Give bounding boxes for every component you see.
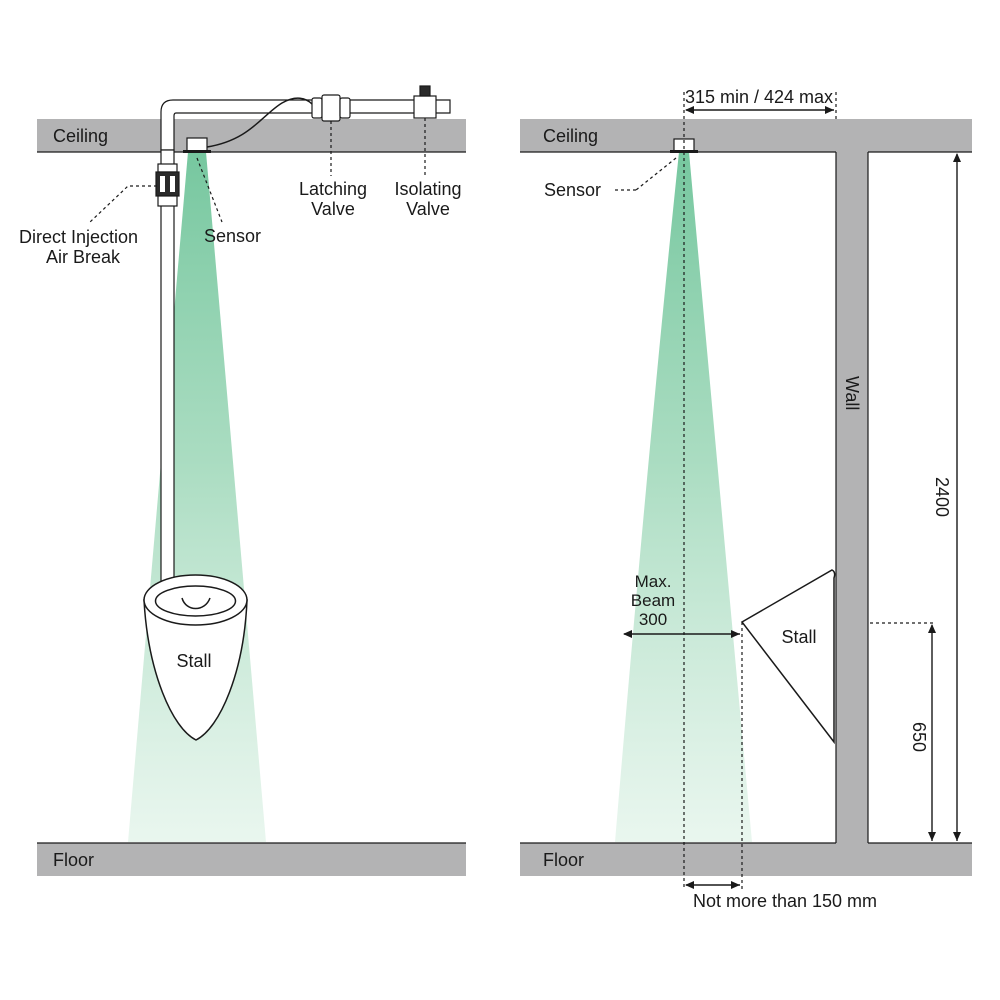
left-ceiling-label: Ceiling (53, 126, 108, 146)
sensor-cable (206, 97, 313, 148)
right-ceiling-label: Ceiling (543, 126, 598, 146)
beam-label-line2: Beam (631, 591, 675, 610)
air-break-fitting (155, 163, 180, 207)
lip-height-dimension-label: 650 (909, 722, 929, 752)
wall (836, 152, 868, 843)
air-break-label-line2: Air Break (46, 247, 121, 267)
left-leader-lines (89, 118, 426, 223)
left-floor-label: Floor (53, 850, 94, 870)
left-sensor-label: Sensor (204, 226, 261, 246)
gap-dimension-label: Not more than 150 mm (693, 891, 877, 911)
isolating-valve (413, 85, 437, 119)
beam-label-line1: Max. (635, 572, 672, 591)
isolating-valve-label-line1: Isolating (394, 179, 461, 199)
latching-valve-label-line1: Latching (299, 179, 367, 199)
isolating-valve-label-line2: Valve (406, 199, 450, 219)
left-floor-slab (37, 843, 466, 876)
left-sensor-unit (183, 137, 211, 153)
wall-label: Wall (842, 376, 862, 410)
right-urinal-stall (740, 569, 836, 745)
supply-pipe (160, 99, 451, 151)
right-floor-label: Floor (543, 850, 584, 870)
latching-valve (311, 94, 351, 122)
beam-label-line3: 300 (639, 610, 667, 629)
latching-valve-label-line2: Valve (311, 199, 355, 219)
offset-dimension-label: 315 min / 424 max (685, 87, 833, 107)
right-panel: Ceiling Floor Wall Sensor Stall 315 min … (520, 87, 972, 911)
left-panel: Ceiling Floor (19, 85, 466, 876)
right-sensor-leader (635, 157, 677, 191)
right-floor-slab (520, 843, 972, 876)
right-sensor-label: Sensor (544, 180, 601, 200)
left-urinal-stall (143, 574, 248, 741)
left-ceiling-slab (37, 119, 466, 152)
right-ceiling-slab (520, 119, 972, 152)
height-dimension-label: 2400 (932, 477, 952, 517)
flush-pipe (160, 149, 175, 591)
left-stall-label: Stall (176, 651, 211, 671)
air-break-label-line1: Direct Injection (19, 227, 138, 247)
right-sensor-unit (670, 138, 698, 153)
right-stall-label: Stall (781, 627, 816, 647)
